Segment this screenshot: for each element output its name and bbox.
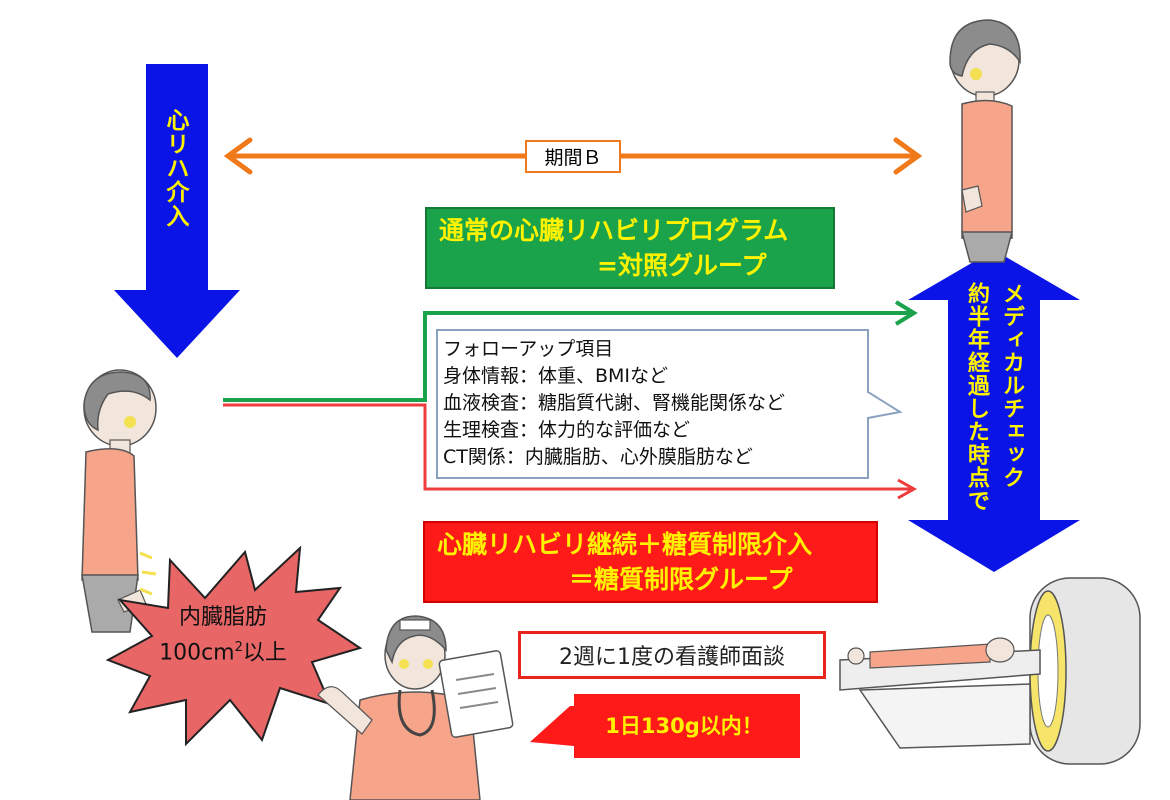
- followup-item: 血液検査：糖脂質代謝、腎機能関係など: [443, 392, 786, 414]
- visceral-fat-text: 内臓脂肪 100cm2以上: [148, 603, 298, 668]
- cardio-intervention-label: 心リハ介入: [162, 108, 188, 228]
- ct-scanner-illustration: [839, 577, 1141, 765]
- visceral-fat-number: 100cm: [159, 640, 235, 666]
- control-group-line1: 通常の心臓リハビリプログラム: [439, 216, 789, 245]
- control-group-path: [223, 300, 918, 402]
- control-group-line2: =対照グループ: [597, 251, 767, 280]
- patient-right-illustration: [949, 19, 1021, 263]
- patient-left-illustration: [81, 369, 157, 633]
- visceral-fat-value: 100cm2以上: [148, 633, 298, 668]
- followup-item: フォローアップ項目: [443, 338, 614, 360]
- visceral-fat-exponent: 2: [234, 640, 243, 655]
- followup-item: CT関係：内臓脂肪、心外膜脂肪など: [443, 446, 753, 468]
- nurse-interview-text: 2週に1度の看護師面談: [559, 645, 785, 670]
- control-group-box: 通常の心臓リハビリプログラム =対照グループ: [425, 207, 835, 289]
- period-b-text: 期間Ｂ: [544, 147, 602, 169]
- followup-callout: [436, 329, 903, 479]
- followup-item: 身体情報：体重、BMIなど: [443, 365, 669, 387]
- nurse-interview-box: 2週に1度の看護師面談: [518, 631, 826, 679]
- cardio-intervention-arrow: [114, 64, 240, 358]
- visceral-fat-suffix: 以上: [242, 640, 287, 666]
- carb-group-line2: ＝糖質制限グループ: [569, 565, 793, 594]
- carb-limit-arrow: [530, 694, 800, 758]
- period-b-label: 期間Ｂ: [525, 140, 621, 173]
- visceral-fat-title: 内臓脂肪: [178, 605, 267, 630]
- medical-check-timing: 約半年経過した時点で: [964, 282, 989, 512]
- carb-group-line1: 心臓リハビリ継続＋糖質制限介入: [437, 530, 813, 559]
- nurse-illustration: [317, 615, 514, 800]
- followup-item: 生理検査：体力的な評価など: [443, 419, 691, 441]
- followup-items: フォローアップ項目 身体情報：体重、BMIなど 血液検査：糖脂質代謝、腎機能関係…: [443, 336, 873, 471]
- visceral-fat-burst: [105, 545, 363, 747]
- medical-check-label: メディカルチェック: [999, 282, 1024, 489]
- carb-limit-text: 1日130g以内！: [605, 714, 763, 738]
- carb-group-box: 心臓リハビリ継続＋糖質制限介入 ＝糖質制限グループ: [423, 521, 878, 603]
- medical-check-arrow: [908, 250, 1080, 572]
- carb-group-path: [223, 403, 918, 500]
